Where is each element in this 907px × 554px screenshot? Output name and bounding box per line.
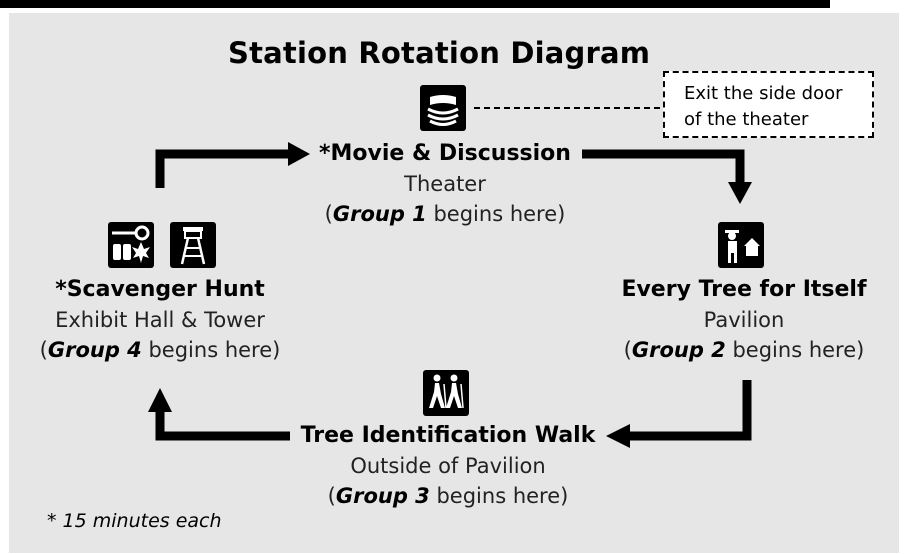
arrow-walk-to-hunt [155,410,290,441]
callout-line-2: of the theater [684,109,809,130]
station-tree-location: Pavilion [703,308,785,332]
arrowhead-tree [728,182,752,204]
station-hunt-name: *Scavenger Hunt [55,277,265,302]
station-hunt-location: Exhibit Hall & Tower [55,308,265,332]
top-rule [0,0,830,8]
station-movie-location: Theater [404,172,486,196]
station-hunt-group: (Group 4 begins here) [39,338,281,362]
station-walk-group: (Group 3 begins here) [327,484,569,508]
station-walk-location: Outside of Pavilion [350,454,546,478]
footnote: * 15 minutes each [47,510,222,532]
hikers-icon [423,370,469,416]
exit-callout: Exit the side door of the theater [663,71,874,138]
callout-line-1: Exit the side door [684,83,843,104]
station-walk-name: Tree Identification Walk [300,423,596,448]
binoculars-leaf-icon [108,222,154,268]
theater-icon [420,85,466,131]
station-tree-group: (Group 2 begins here) [623,338,865,362]
arrowhead-movie [288,142,310,166]
station-movie: *Movie & Discussion Theater (Group 1 beg… [310,139,580,229]
arrowhead-hunt [148,388,172,412]
station-movie-group: (Group 1 begins here) [324,202,566,226]
arrow-movie-to-tree [582,149,745,184]
station-tree: Every Tree for Itself Pavilion (Group 2 … [606,275,882,365]
station-movie-name: *Movie & Discussion [319,141,571,166]
arrow-tree-to-walk [628,380,752,441]
station-walk: Tree Identification Walk Outside of Pavi… [292,421,604,511]
page-title: Station Rotation Diagram [228,36,651,70]
arrow-hunt-to-movie [155,149,290,188]
ranger-house-icon [718,222,764,268]
station-hunt: *Scavenger Hunt Exhibit Hall & Tower (Gr… [25,275,295,365]
station-tree-name: Every Tree for Itself [621,277,867,302]
tower-icon [170,222,216,268]
arrowhead-walk [606,424,630,448]
